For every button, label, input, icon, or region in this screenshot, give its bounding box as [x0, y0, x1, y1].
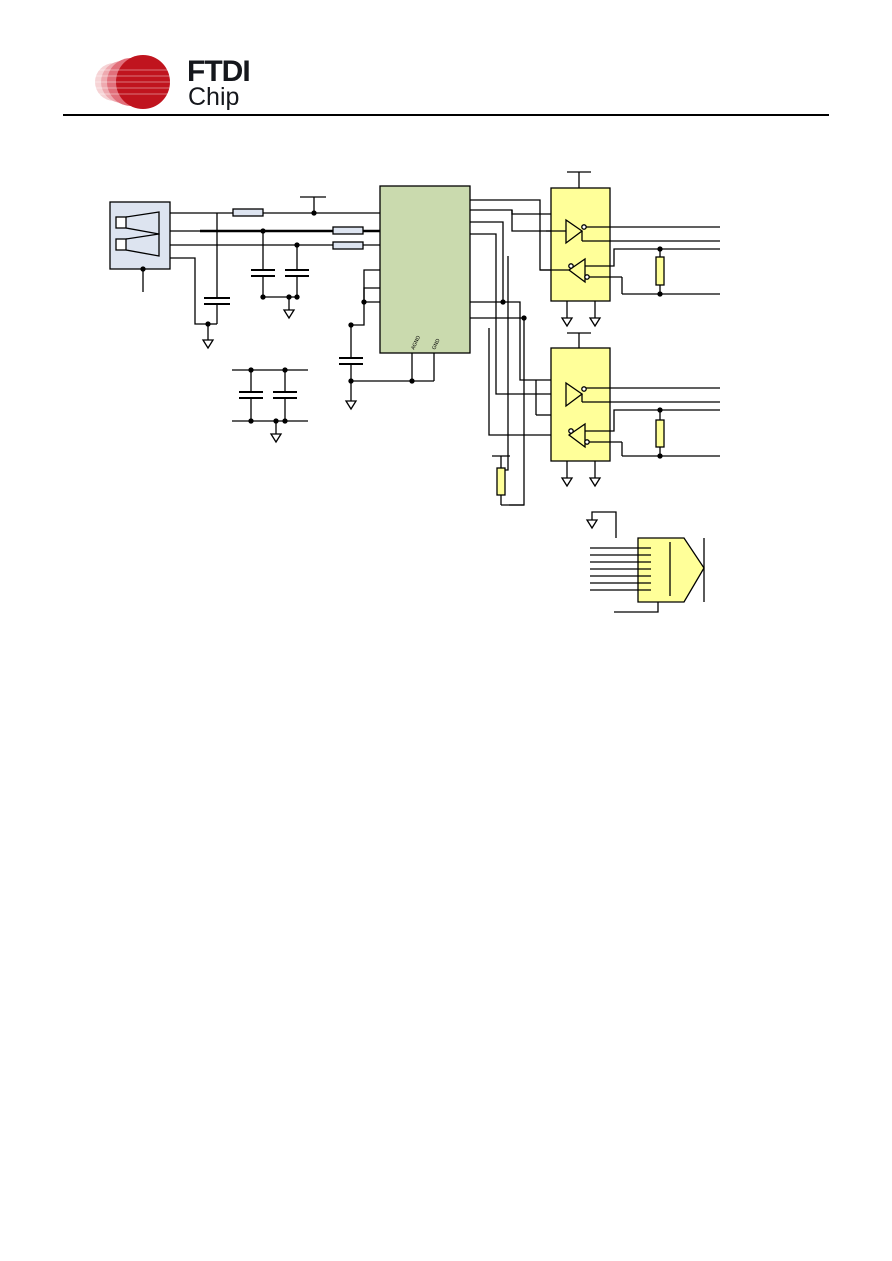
bulk-capacitor [201, 297, 230, 350]
main-chip: AGND GND [379, 185, 471, 354]
chip-supply-wiring [339, 269, 435, 411]
pullup-resistor [492, 455, 524, 506]
logo-circles-icon [95, 55, 170, 109]
data-line-capacitors [251, 228, 309, 320]
header-rule [63, 114, 829, 116]
usb-wires [170, 196, 380, 325]
ftdi-chip-logo: FTDI Chip [92, 50, 262, 114]
rs485-driver-top [540, 171, 720, 328]
output-connector [585, 511, 705, 613]
schematic-diagram: AGND GND [109, 171, 720, 613]
decoupling-capacitors [232, 367, 308, 444]
logo-word-ftdi: FTDI [187, 55, 251, 88]
logo-word-chip: Chip [188, 83, 240, 111]
page-header: FTDI Chip [0, 0, 892, 120]
usb-resistors [232, 208, 364, 250]
rs485-driver-bottom [550, 332, 720, 488]
usb-connector [109, 201, 171, 292]
gnd-pin-label: GND [431, 338, 441, 351]
agnd-pin-label: AGND [410, 335, 422, 351]
